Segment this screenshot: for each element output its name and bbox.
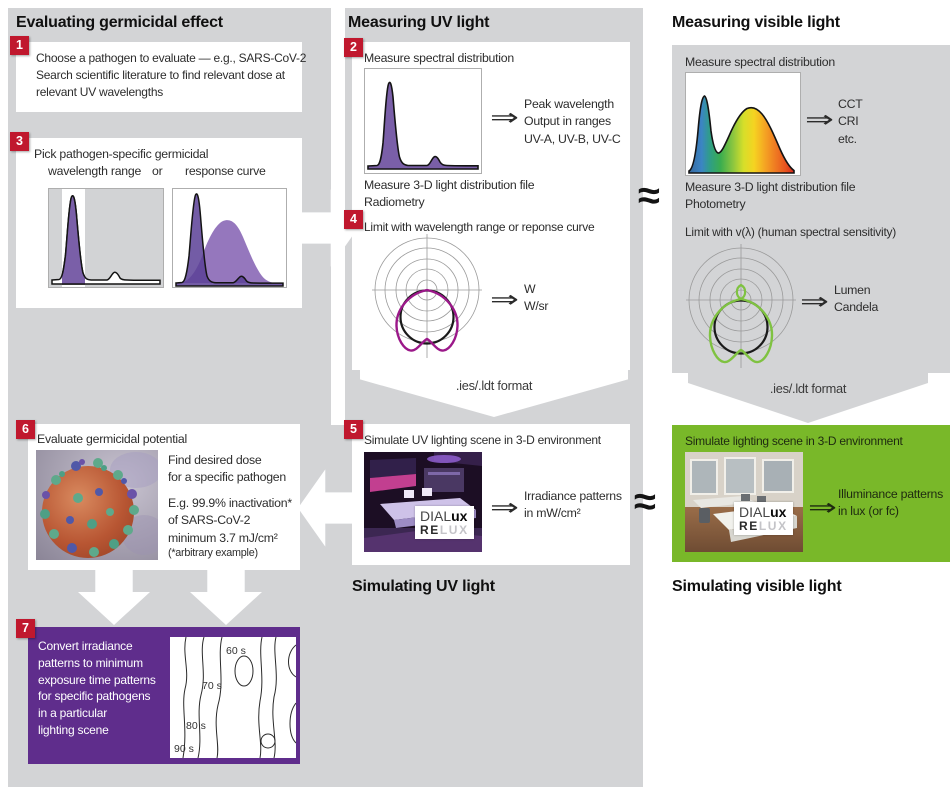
step6-title: Evaluate germicidal potential xyxy=(37,432,187,446)
section-title-measuring-uv: Measuring UV light xyxy=(348,14,490,31)
section-title-measuring-visible: Measuring visible light xyxy=(672,14,840,31)
step6-example-text: E.g. 99.9% inactivation* of SARS-CoV-2 m… xyxy=(168,496,292,545)
step1-badge: 1 xyxy=(10,36,29,55)
section-title-evaluating: Evaluating germicidal effect xyxy=(16,14,223,31)
step7-text: Convert irradiance patterns to minimum e… xyxy=(38,639,156,737)
visible-limit-title: Limit with v(λ) (human spectral sensitiv… xyxy=(685,225,897,239)
ies-format-label: .ies/.ldt format xyxy=(769,381,847,396)
contour-label: 70 s xyxy=(202,680,222,692)
response-curve-chart xyxy=(172,188,287,288)
visible-measure-3d: Measure 3-D light distribution file xyxy=(685,180,856,194)
step7-badge: 7 xyxy=(16,619,35,638)
step6-badge: 6 xyxy=(16,420,35,439)
step6-note: (*arbitrary example) xyxy=(168,547,258,559)
visible-polar-diagram xyxy=(686,244,796,368)
step1-text: Choose a pathogen to evaluate — e.g., SA… xyxy=(36,51,307,100)
step3-option-or: or xyxy=(152,164,163,178)
implies-arrow-icon: ⇒ xyxy=(805,106,834,132)
visible-simulate-title: Simulate lighting scene in 3-D environme… xyxy=(685,434,903,448)
step4-badge: 4 xyxy=(344,210,363,229)
step2-measure-3d: Measure 3-D light distribution file xyxy=(364,178,535,192)
wavelength-range-chart xyxy=(48,188,164,288)
visible-simulate-outputs: Illuminance patterns in lux (or fc) xyxy=(838,487,944,519)
dialux-relux-logo: DIALux RELUX xyxy=(415,506,474,540)
exposure-time-contour-plot: 60 s 70 s 80 s 90 s xyxy=(170,637,296,758)
approx-equal-symbol: ≈ xyxy=(634,480,656,524)
visible-photometry: Photometry xyxy=(685,197,746,211)
visible-measure-outputs: CCT CRI etc. xyxy=(838,97,863,146)
implies-arrow-icon: ⇒ xyxy=(808,494,837,520)
uv-spectrum-chart xyxy=(364,68,482,174)
step5-outputs: Irradiance patterns in mW/cm² xyxy=(524,489,622,521)
implies-arrow-icon: ⇒ xyxy=(490,104,519,130)
step3-badge: 3 xyxy=(10,132,29,151)
visible-spectrum-chart xyxy=(685,72,801,176)
visible-limit-outputs: Lumen Candela xyxy=(834,283,879,315)
implies-arrow-icon: ⇒ xyxy=(490,286,519,312)
contour-label: 90 s xyxy=(174,743,194,755)
step4-outputs: W W/sr xyxy=(524,282,549,314)
section-title-simulating-uv: Simulating UV light xyxy=(352,578,495,595)
contour-label: 60 s xyxy=(226,645,246,657)
coronavirus-image xyxy=(36,450,158,560)
step2-title: Measure spectral distribution xyxy=(364,51,514,65)
step2-radiometry: Radiometry xyxy=(364,195,425,209)
step6-dose-text: Find desired dose for a specific pathoge… xyxy=(168,453,286,485)
step3-title: Pick pathogen-specific germicidal xyxy=(34,147,209,161)
step1-box xyxy=(16,42,302,112)
step3-option-left: wavelength range xyxy=(48,164,142,178)
step2-badge: 2 xyxy=(344,38,363,57)
step4-title: Limit with wavelength range or reponse c… xyxy=(364,220,595,234)
step5-badge: 5 xyxy=(344,420,363,439)
step5-title: Simulate UV lighting scene in 3-D enviro… xyxy=(364,433,601,447)
section-title-simulating-visible: Simulating visible light xyxy=(672,578,842,595)
contour-label: 80 s xyxy=(186,720,206,732)
visible-measure-title: Measure spectral distribution xyxy=(685,55,835,69)
uv-polar-diagram xyxy=(372,234,482,358)
dialux-relux-logo: DIALux RELUX xyxy=(734,502,793,536)
implies-arrow-icon: ⇒ xyxy=(800,288,829,314)
implies-arrow-icon: ⇒ xyxy=(490,494,519,520)
step2-outputs: Peak wavelength Output in ranges UV-A, U… xyxy=(524,97,621,146)
ies-format-label: .ies/.ldt format xyxy=(455,378,533,393)
approx-equal-symbol: ≈ xyxy=(638,174,660,218)
step3-option-right: response curve xyxy=(185,164,266,178)
